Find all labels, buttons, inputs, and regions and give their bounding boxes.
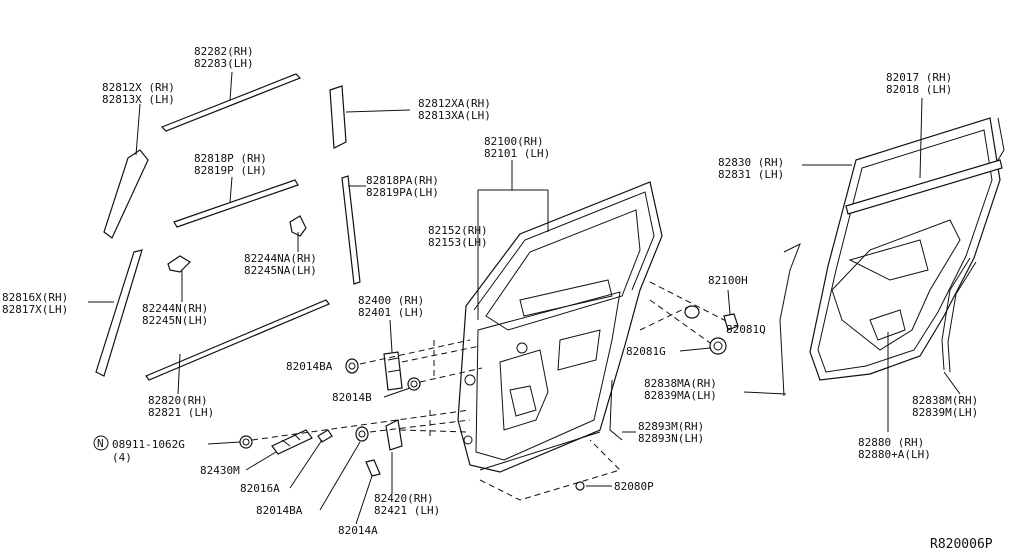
label-82880: 82880 (RH) bbox=[858, 436, 924, 449]
label-82081g: 82081G bbox=[626, 345, 666, 358]
label-82839ma: 82839MA(LH) bbox=[644, 389, 717, 402]
label-82817x: 82817X(LH) bbox=[2, 303, 68, 316]
clip-82244n bbox=[167, 255, 191, 273]
label-82282: 82282(RH) bbox=[194, 45, 254, 58]
label-82421: 82421 (LH) bbox=[374, 504, 440, 517]
bolt-82014a bbox=[365, 459, 381, 477]
label-82152: 82152(RH) bbox=[428, 224, 488, 237]
grommet-82081g bbox=[709, 337, 727, 355]
label-82283: 82283(LH) bbox=[194, 57, 254, 70]
label-82017: 82017 (RH) bbox=[886, 71, 952, 84]
check-link-82430m bbox=[271, 429, 313, 455]
label-82830: 82830 (RH) bbox=[718, 156, 784, 169]
label-82812x: 82812X (RH) bbox=[102, 81, 175, 94]
striker-82420 bbox=[385, 419, 403, 451]
pillar-trim-82812xa bbox=[329, 85, 347, 149]
seal-82838m bbox=[941, 257, 977, 373]
label-82880a: 82880+A(LH) bbox=[858, 448, 931, 461]
molding-82818p bbox=[173, 179, 299, 228]
label-82838ma: 82838MA(RH) bbox=[644, 377, 717, 390]
plug-82081q bbox=[723, 313, 739, 331]
label-82813x: 82813X (LH) bbox=[102, 93, 175, 106]
label-82893n: 82893N(LH) bbox=[638, 432, 704, 445]
label-82430m: 82430M bbox=[200, 464, 240, 477]
bolt-82014ba-2 bbox=[355, 426, 369, 442]
label-82812xa: 82812XA(RH) bbox=[418, 97, 491, 110]
label-82893m: 82893M(RH) bbox=[638, 420, 704, 433]
label-82820: 82820(RH) bbox=[148, 394, 208, 407]
label-82014b: 82014B bbox=[332, 391, 372, 404]
door-trim-panel-82880 bbox=[809, 117, 1005, 381]
label-82080p: 82080P bbox=[614, 480, 654, 493]
bolt-82014b bbox=[407, 377, 421, 391]
label-82018: 82018 (LH) bbox=[886, 83, 952, 96]
label-82014a: 82014A bbox=[338, 524, 378, 537]
label-82819p: 82819P (LH) bbox=[194, 164, 267, 177]
label-82101: 82101 (LH) bbox=[484, 147, 550, 160]
seal-82893m bbox=[609, 379, 623, 441]
plug-82100h bbox=[684, 305, 700, 319]
label-82016a: 82016A bbox=[240, 482, 280, 495]
belt-molding-82282 bbox=[160, 73, 302, 132]
label-82245na: 82245NA(LH) bbox=[244, 264, 317, 277]
molding-82818pa bbox=[341, 175, 361, 285]
label-82821: 82821 (LH) bbox=[148, 406, 214, 419]
label-82100h: 82100H bbox=[708, 274, 748, 287]
label-82100: 82100(RH) bbox=[484, 135, 544, 148]
clip-82244na bbox=[289, 215, 307, 237]
label-82838m: 82838M(RH) bbox=[912, 394, 978, 407]
label-82245n: 82245N(LH) bbox=[142, 314, 208, 327]
door-shell-82100 bbox=[457, 181, 663, 473]
label-82244n: 82244N(RH) bbox=[142, 302, 208, 315]
label-82014ba-2: 82014BA bbox=[256, 504, 303, 517]
label-82816x: 82816X(RH) bbox=[2, 291, 68, 304]
hinge-82400 bbox=[383, 351, 403, 391]
bolt-82014ba-1 bbox=[345, 358, 359, 374]
label-82839m: 82839M(LH) bbox=[912, 406, 978, 419]
label-82420: 82420(RH) bbox=[374, 492, 434, 505]
trim-82816x bbox=[95, 249, 143, 377]
label-82014ba-1: 82014BA bbox=[286, 360, 333, 373]
n-circle-icon bbox=[93, 435, 109, 451]
pillar-trim-82812x bbox=[103, 149, 149, 239]
label-82153: 82153(LH) bbox=[428, 236, 488, 249]
label-82831: 82831 (LH) bbox=[718, 168, 784, 181]
diagram-reference-code: R820006P bbox=[930, 537, 993, 552]
label-82818pa: 82818PA(RH) bbox=[366, 174, 439, 187]
nut-08911 bbox=[239, 435, 253, 449]
label-82081q: 82081Q bbox=[726, 323, 766, 336]
pin-82016a bbox=[317, 429, 333, 443]
label-82400: 82400 (RH) bbox=[358, 294, 424, 307]
label-82244na: 82244NA(RH) bbox=[244, 252, 317, 265]
molding-82820 bbox=[145, 299, 330, 381]
plug-82080p bbox=[575, 481, 585, 491]
label-08911: 08911-1062G bbox=[112, 438, 185, 451]
label-08911-qty: (4) bbox=[112, 451, 132, 464]
weatherstrip-82838ma bbox=[779, 242, 801, 397]
label-82813xa: 82813XA(LH) bbox=[418, 109, 491, 122]
label-82818p: 82818P (RH) bbox=[194, 152, 267, 165]
label-82401: 82401 (LH) bbox=[358, 306, 424, 319]
label-82819pa: 82819PA(LH) bbox=[366, 186, 439, 199]
label-08911-prefix: N bbox=[97, 437, 104, 450]
